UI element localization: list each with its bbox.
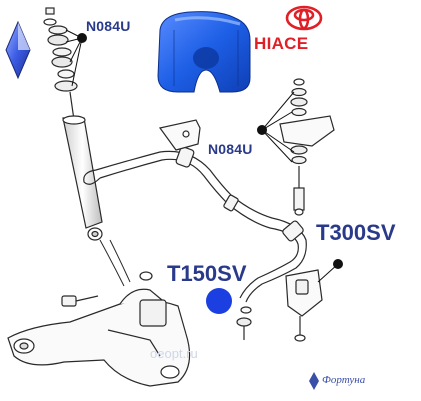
- marker-dot: [77, 33, 87, 43]
- callout-label: T150SV: [167, 261, 247, 286]
- watermark: Фортуна: [322, 374, 366, 386]
- brand-model: HIACE: [254, 34, 309, 53]
- marker-dot: [257, 125, 267, 135]
- lower-link: [236, 306, 252, 340]
- watermark: oeopt.ru: [150, 346, 198, 361]
- bolt-left: [61, 271, 153, 307]
- callout-label: N084U: [208, 141, 253, 157]
- lower-control-arm: [7, 288, 191, 387]
- stabilizer-bar: [83, 146, 307, 303]
- corner-logo-icon: [309, 372, 319, 390]
- bracket-right-lower: [285, 269, 323, 342]
- toyota-logo-icon: [285, 5, 323, 31]
- callout-label: N084U: [86, 18, 131, 34]
- shock-absorber: [43, 7, 103, 241]
- coil-lines: [99, 239, 131, 287]
- callout-label: T300SV: [316, 220, 396, 245]
- brand-diamond-icon: [5, 20, 31, 80]
- marker-dot: [333, 259, 343, 269]
- bracket-upper: [158, 119, 201, 151]
- highlight-dot: [206, 288, 232, 314]
- link-stack-right: [279, 78, 335, 216]
- bushing-photo: [157, 11, 251, 93]
